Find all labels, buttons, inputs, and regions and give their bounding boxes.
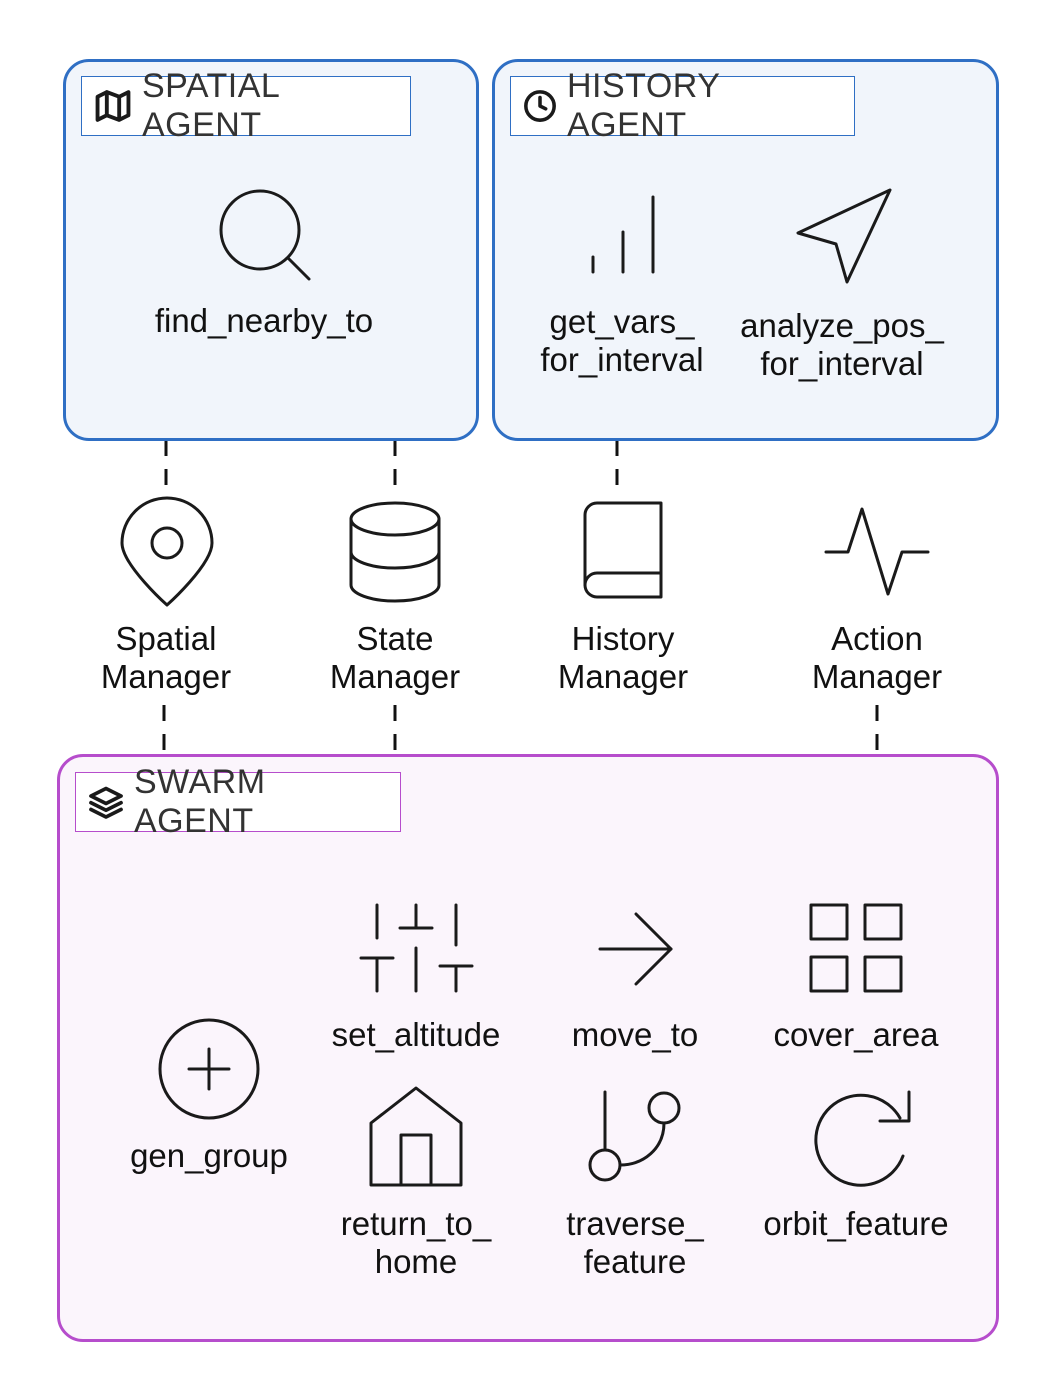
- state-manager-label: State Manager: [329, 620, 461, 695]
- map-icon: [95, 90, 131, 122]
- rotate-cw-icon: [814, 1090, 911, 1187]
- spatial-manager-label: Spatial Manager: [100, 620, 232, 695]
- tool-get-vars-for-interval: get_vars_ for_interval: [540, 303, 704, 378]
- tool-analyze-pos-for-interval: analyze_pos_ for_interval: [740, 307, 944, 382]
- tool-find-nearby-to: find_nearby_to: [154, 302, 374, 339]
- spatial-agent-title: SPATIAL AGENT: [142, 67, 280, 144]
- action-manager-label: Action Manager: [811, 620, 943, 695]
- git-branch-icon: [588, 1090, 681, 1182]
- clock-icon: [524, 90, 556, 122]
- activity-icon: [824, 507, 930, 596]
- book-icon: [583, 501, 663, 599]
- plus-circle-icon: [158, 1018, 260, 1120]
- swarm-agent-title: SWARM AGENT: [134, 763, 266, 840]
- tool-move-to: move_to: [571, 1016, 699, 1053]
- tool-orbit-feature: orbit_feature: [763, 1205, 949, 1242]
- spatial-agent-tag: SPATIAL AGENT: [81, 67, 411, 144]
- navigation-arrow-icon: [796, 188, 892, 284]
- swarm-agent-tag: SWARM AGENT: [75, 763, 401, 840]
- swarm-agent-box: [57, 754, 999, 1342]
- tool-set-altitude: set_altitude: [331, 1016, 501, 1053]
- map-pin-icon: [120, 496, 214, 607]
- search-icon: [219, 189, 311, 281]
- tool-return-to-home: return_to_ home: [340, 1205, 492, 1280]
- tool-traverse-feature: traverse_ feature: [566, 1205, 704, 1280]
- tool-cover-area: cover_area: [773, 1016, 939, 1053]
- grid-icon: [809, 903, 903, 993]
- database-icon: [349, 501, 441, 603]
- arrow-right-icon: [598, 912, 673, 986]
- home-icon: [369, 1086, 463, 1187]
- sliders-icon: [359, 903, 474, 993]
- layers-icon: [89, 786, 123, 819]
- tool-gen-group: gen_group: [130, 1137, 288, 1174]
- history-agent-title: HISTORY AGENT: [567, 67, 720, 144]
- history-agent-tag: HISTORY AGENT: [510, 67, 855, 144]
- history-manager-label: History Manager: [557, 620, 689, 695]
- bar-chart-icon: [591, 195, 655, 274]
